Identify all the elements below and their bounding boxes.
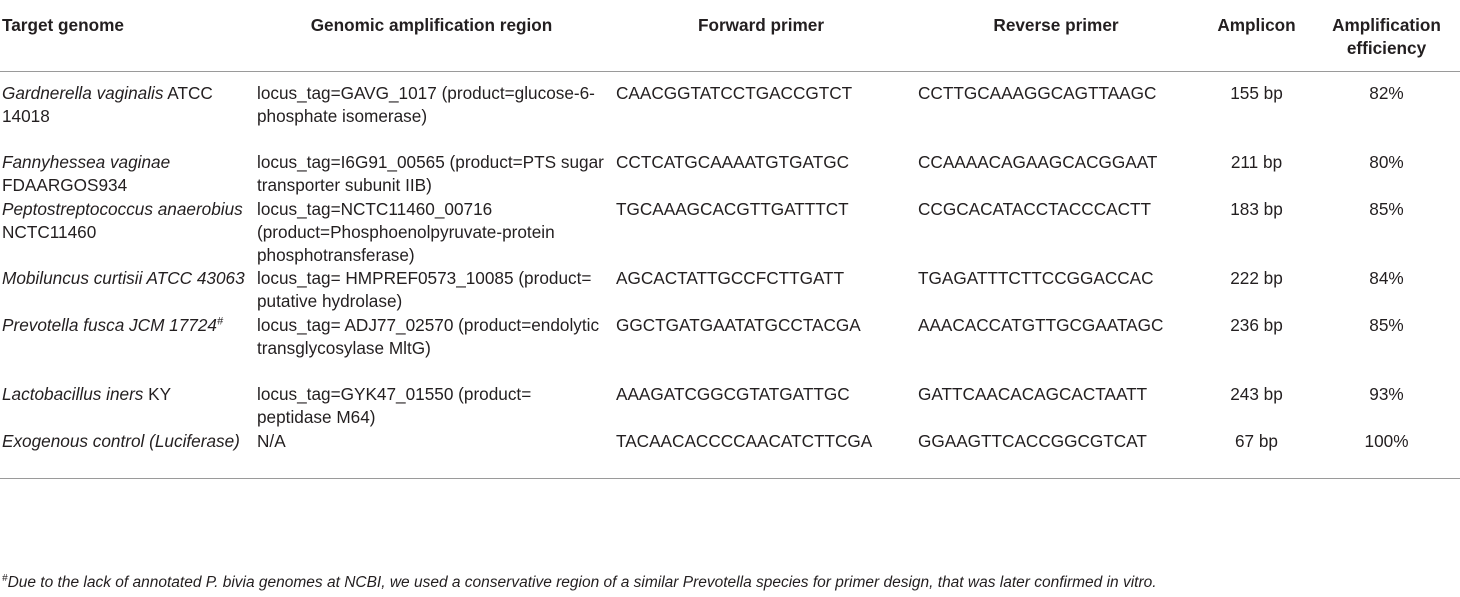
header-genomic-region: Genomic amplification region: [253, 0, 610, 72]
efficiency-cell: 85%: [1369, 199, 1404, 219]
amplicon-cell: 236 bp: [1230, 315, 1283, 335]
footnote-text: Due to the lack of annotated P. bivia ge…: [7, 574, 1157, 591]
forward-primer-cell: CAACGGTATCCTGACCGTCT: [616, 83, 853, 103]
reverse-primer-cell: TGAGATTTCTTCCGGACCAC: [918, 268, 1154, 288]
target-genome-cell: Prevotella fusca JCM 17724#: [0, 314, 253, 383]
amplicon-cell: 183 bp: [1230, 199, 1283, 219]
target-genome-cell: Peptostreptococcus anaerobius NCTC11460: [0, 198, 253, 267]
forward-primer-cell: AGCACTATTGCCFCTTGATT: [616, 268, 845, 288]
forward-primer-cell: CCTCATGCAAAATGTGATGC: [616, 152, 849, 172]
amplicon-cell: 67 bp: [1200, 430, 1313, 479]
genomic-region-cell: N/A: [253, 430, 610, 479]
table-row: Mobiluncus curtisii ATCC 43063 locus_tag…: [0, 267, 1460, 314]
reverse-primer-cell: GATTCAACACAGCACTAATT: [918, 384, 1148, 404]
header-target-genome: Target genome: [0, 0, 253, 72]
efficiency-cell: 100%: [1313, 430, 1460, 479]
genome-species-name: Peptostreptococcus anaerobius: [2, 199, 243, 219]
primer-table: Target genome Genomic amplification regi…: [0, 0, 1460, 479]
genome-species-name: Fannyhessea vaginae: [2, 152, 171, 172]
amplicon-cell: 222 bp: [1230, 268, 1283, 288]
footnote-marker: #: [2, 572, 8, 584]
genome-strain: FDAARGOS934: [2, 175, 128, 195]
forward-primer-cell: TGCAAAGCACGTTGATTTCT: [616, 199, 849, 219]
reverse-primer-cell: CCGCACATACCTACCCACTT: [918, 199, 1151, 219]
table-row: Peptostreptococcus anaerobius NCTC11460 …: [0, 198, 1460, 267]
reverse-primer-cell: CCAAAACAGAAGCACGGAAT: [918, 152, 1158, 172]
amplicon-cell: 155 bp: [1230, 83, 1283, 103]
efficiency-cell: 82%: [1369, 83, 1404, 103]
efficiency-cell: 80%: [1369, 152, 1404, 172]
footnote-mark: #: [216, 315, 224, 328]
genome-species-name: Gardnerella vaginalis: [2, 83, 164, 103]
target-genome-cell: Lactobacillus iners KY: [0, 383, 253, 430]
target-genome-cell: Mobiluncus curtisii ATCC 43063: [0, 267, 253, 314]
header-reverse-primer: Reverse primer: [912, 0, 1200, 72]
forward-primer-cell: GGCTGATGAATATGCCTACGA: [616, 315, 861, 335]
reverse-primer-cell: AAACACCATGTTGCGAATAGC: [918, 315, 1164, 335]
genomic-region-cell: locus_tag=NCTC11460_00716 (product=Phosp…: [257, 199, 555, 265]
efficiency-cell: 85%: [1369, 315, 1404, 335]
target-genome-cell: Exogenous control (Luciferase): [0, 430, 253, 479]
table-row: Lactobacillus iners KY locus_tag=GYK47_0…: [0, 383, 1460, 430]
genomic-region-cell: locus_tag=GAVG_1017 (product=glucose-6-p…: [257, 83, 595, 126]
header-amplicon: Amplicon: [1200, 0, 1313, 72]
target-genome-cell: Fannyhessea vaginae FDAARGOS934: [0, 151, 253, 198]
reverse-primer-cell: CCTTGCAAAGGCAGTTAAGC: [918, 83, 1157, 103]
header-amplification-efficiency: Amplification efficiency: [1313, 0, 1460, 72]
efficiency-cell: 84%: [1369, 268, 1404, 288]
table-row: Fannyhessea vaginae FDAARGOS934 locus_ta…: [0, 151, 1460, 198]
genome-strain: KY: [143, 384, 172, 404]
genome-species-name: Exogenous control (Luciferase): [2, 431, 240, 451]
genomic-region-cell: locus_tag=I6G91_00565 (product=PTS sugar…: [257, 152, 604, 195]
genomic-region-cell: locus_tag=GYK47_01550 (product= peptidas…: [257, 384, 532, 427]
genome-strain: ATCC 14018: [2, 83, 213, 126]
amplicon-cell: 211 bp: [1230, 152, 1283, 172]
table-row: Exogenous control (Luciferase) N/A TACAA…: [0, 430, 1460, 479]
target-genome-cell: Gardnerella vaginalis ATCC 14018: [0, 72, 253, 152]
genome-species-name: Mobiluncus curtisii ATCC 43063: [2, 268, 245, 288]
genomic-region-cell: locus_tag= HMPREF0573_10085 (product= pu…: [257, 268, 592, 311]
header-row: Target genome Genomic amplification regi…: [0, 0, 1460, 72]
table-row: Gardnerella vaginalis ATCC 14018 locus_t…: [0, 72, 1460, 152]
genome-strain: NCTC11460: [2, 222, 97, 242]
reverse-primer-cell: GGAAGTTCACCGGCGTCAT: [912, 430, 1200, 479]
genome-species-name: Lactobacillus iners: [2, 384, 144, 404]
amplicon-cell: 243 bp: [1230, 384, 1283, 404]
efficiency-cell: 93%: [1369, 384, 1404, 404]
forward-primer-cell: AAAGATCGGCGTATGATTGC: [616, 384, 850, 404]
header-forward-primer: Forward primer: [610, 0, 912, 72]
forward-primer-cell: TACAACACCCCAACATCTTCGA: [610, 430, 912, 479]
genome-species-name: Prevotella fusca JCM 17724: [2, 315, 217, 335]
genomic-region-cell: locus_tag= ADJ77_02570 (product=endolyti…: [257, 315, 600, 358]
table-row: Prevotella fusca JCM 17724# locus_tag= A…: [0, 314, 1460, 383]
table-footnote: #Due to the lack of annotated P. bivia g…: [2, 573, 1458, 593]
